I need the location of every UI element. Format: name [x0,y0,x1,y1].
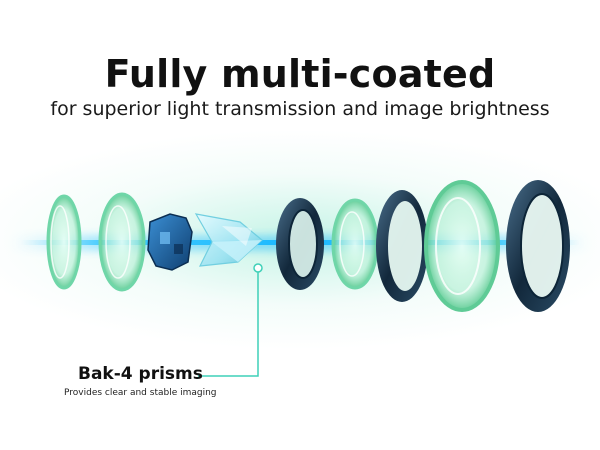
callout-description: Provides clear and stable imaging [64,388,217,398]
lens-3 [331,198,379,290]
page-subtitle: for superior light transmission and imag… [50,98,550,120]
lens-4 [424,180,500,312]
lens-2 [98,192,146,292]
callout-title: Bak-4 prisms [78,364,203,384]
retaining-ring-1 [276,198,324,290]
retaining-ring-2 [376,190,428,302]
lens-1 [46,194,82,290]
bak4-prism [194,213,263,267]
page-title: Fully multi-coated [104,52,496,96]
prism-housing [147,213,193,271]
callout-connector [198,263,263,377]
retaining-ring-3 [506,180,570,312]
